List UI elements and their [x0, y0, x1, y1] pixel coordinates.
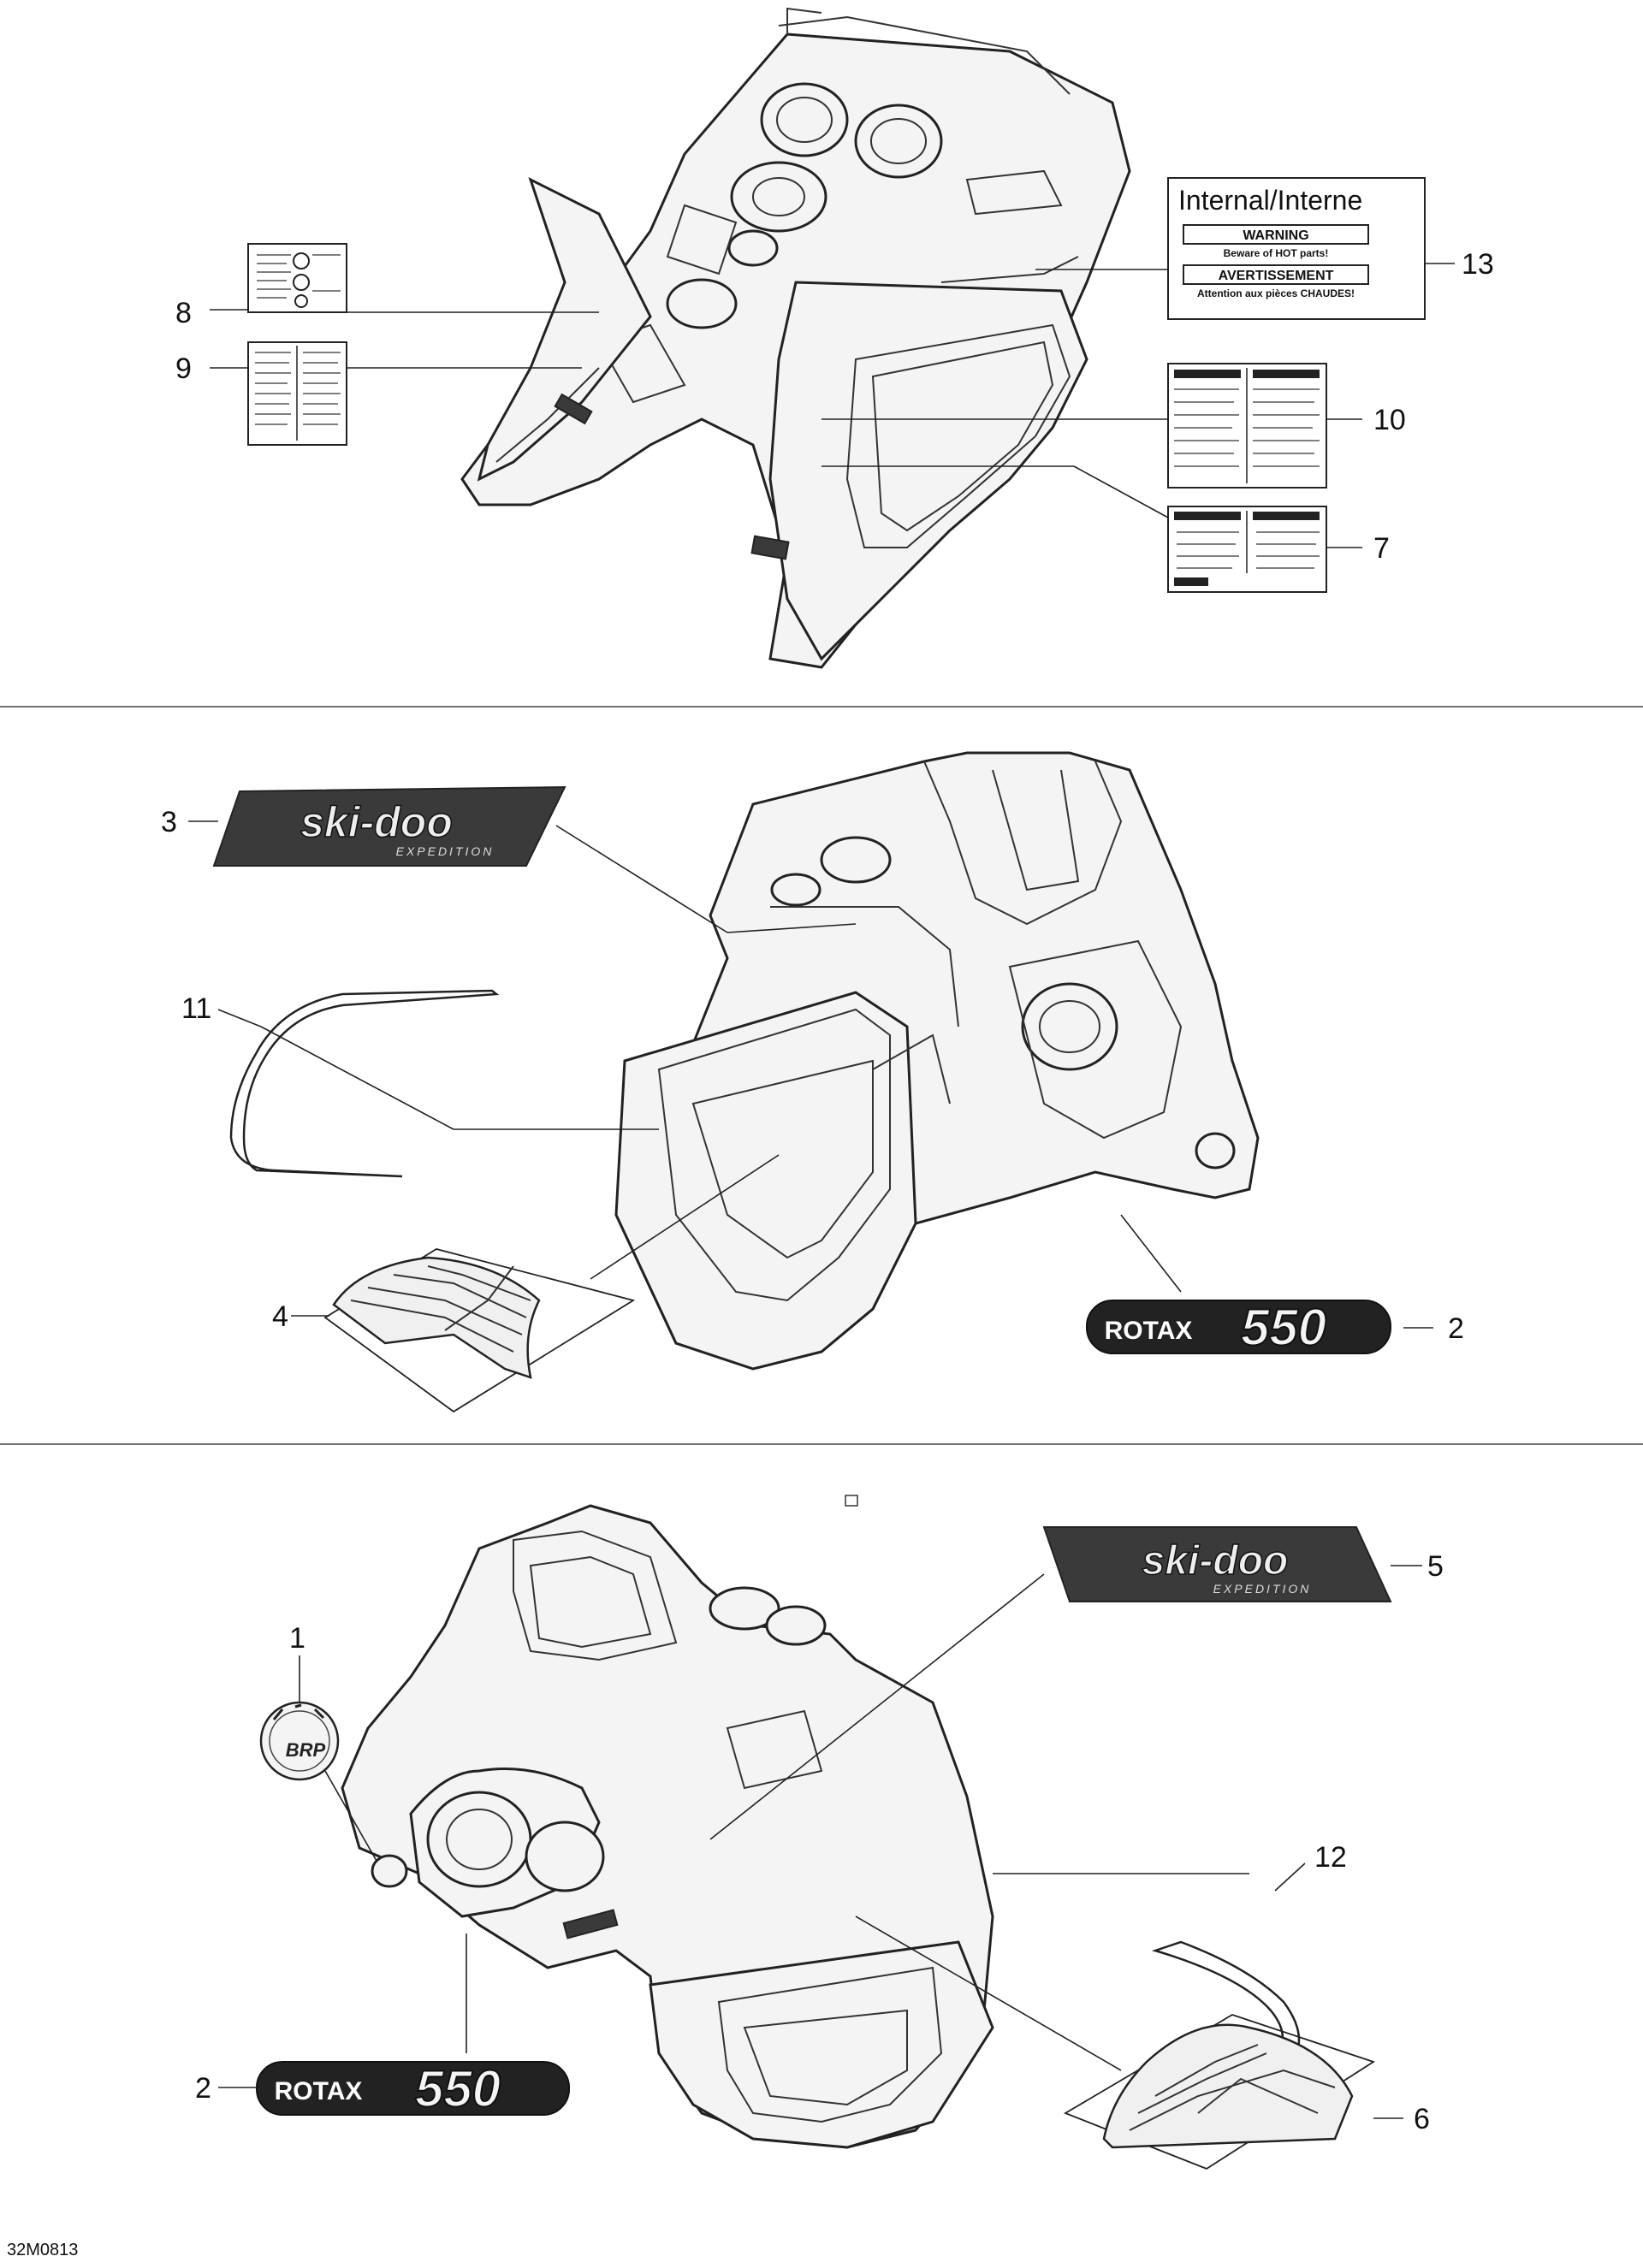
- ski-doo-logo-text-5: ski-doo: [1142, 1538, 1289, 1584]
- warning-heading: WARNING: [1243, 228, 1308, 243]
- callout-11: 11: [181, 992, 211, 1025]
- ski-doo-decal-3: ski-doo EXPEDITION: [212, 785, 566, 867]
- tail-decal-4: [323, 1248, 636, 1413]
- callout-12: 12: [1314, 1841, 1347, 1874]
- ski-doo-logo-text-3: ski-doo: [300, 798, 453, 846]
- callout-1: 1: [289, 1622, 305, 1655]
- rotax-text-2a: ROTAX: [1105, 1317, 1193, 1345]
- rotax-550-decal-2b: ROTAX 550: [256, 2059, 570, 2118]
- section-middle: ski-doo EXPEDITION ROTAX 550: [161, 751, 1464, 1413]
- label-8-text-lines: [257, 254, 341, 299]
- ski-doo-decal-5: ski-doo EXPEDITION: [1042, 1526, 1392, 1602]
- callout-10: 10: [1373, 404, 1406, 436]
- small-square-mark: [845, 1495, 858, 1507]
- callout-3: 3: [161, 806, 177, 838]
- callout-2-upper: 2: [1448, 1312, 1464, 1345]
- engine-number-2a: 550: [1241, 1299, 1326, 1356]
- section-bottom: BRP ski-doo EXPEDITION ROTAX 550: [195, 1504, 1444, 2170]
- callout-5: 5: [1427, 1550, 1444, 1583]
- callout-2-lower: 2: [195, 2072, 211, 2105]
- section-top: Internal/Interne WARNING Beware of HOT p…: [175, 7, 1494, 669]
- tail-decal-6: [1063, 2014, 1376, 2170]
- rotax-text-2b: ROTAX: [275, 2077, 363, 2105]
- callout-9: 9: [175, 352, 192, 385]
- engine-number-2b: 550: [415, 2060, 501, 2117]
- label-13-internal-box: [1167, 177, 1426, 320]
- diagram-id-label: 32M0813: [7, 2241, 78, 2259]
- rotax-550-decal-2a: ROTAX 550: [1086, 1298, 1391, 1357]
- callout-4: 4: [272, 1300, 288, 1333]
- avertissement-heading: AVERTISSEMENT: [1219, 269, 1334, 283]
- brp-badge-decal-1: BRP: [259, 1701, 340, 1781]
- callout-7: 7: [1373, 532, 1390, 565]
- avertissement-text: Attention aux pièces CHAUDES!: [1197, 287, 1355, 299]
- callout-6: 6: [1414, 2103, 1430, 2135]
- expedition-text-5: EXPEDITION: [1213, 1582, 1312, 1596]
- warning-text: Beware of HOT parts!: [1224, 247, 1329, 259]
- callout-13: 13: [1462, 248, 1494, 281]
- brp-badge-text: BRP: [286, 1739, 326, 1761]
- expedition-text-3: EXPEDITION: [396, 844, 495, 858]
- callout-8: 8: [175, 297, 192, 329]
- internal-label-title: Internal/Interne: [1178, 185, 1362, 216]
- stripe-decal-11: [229, 989, 500, 1178]
